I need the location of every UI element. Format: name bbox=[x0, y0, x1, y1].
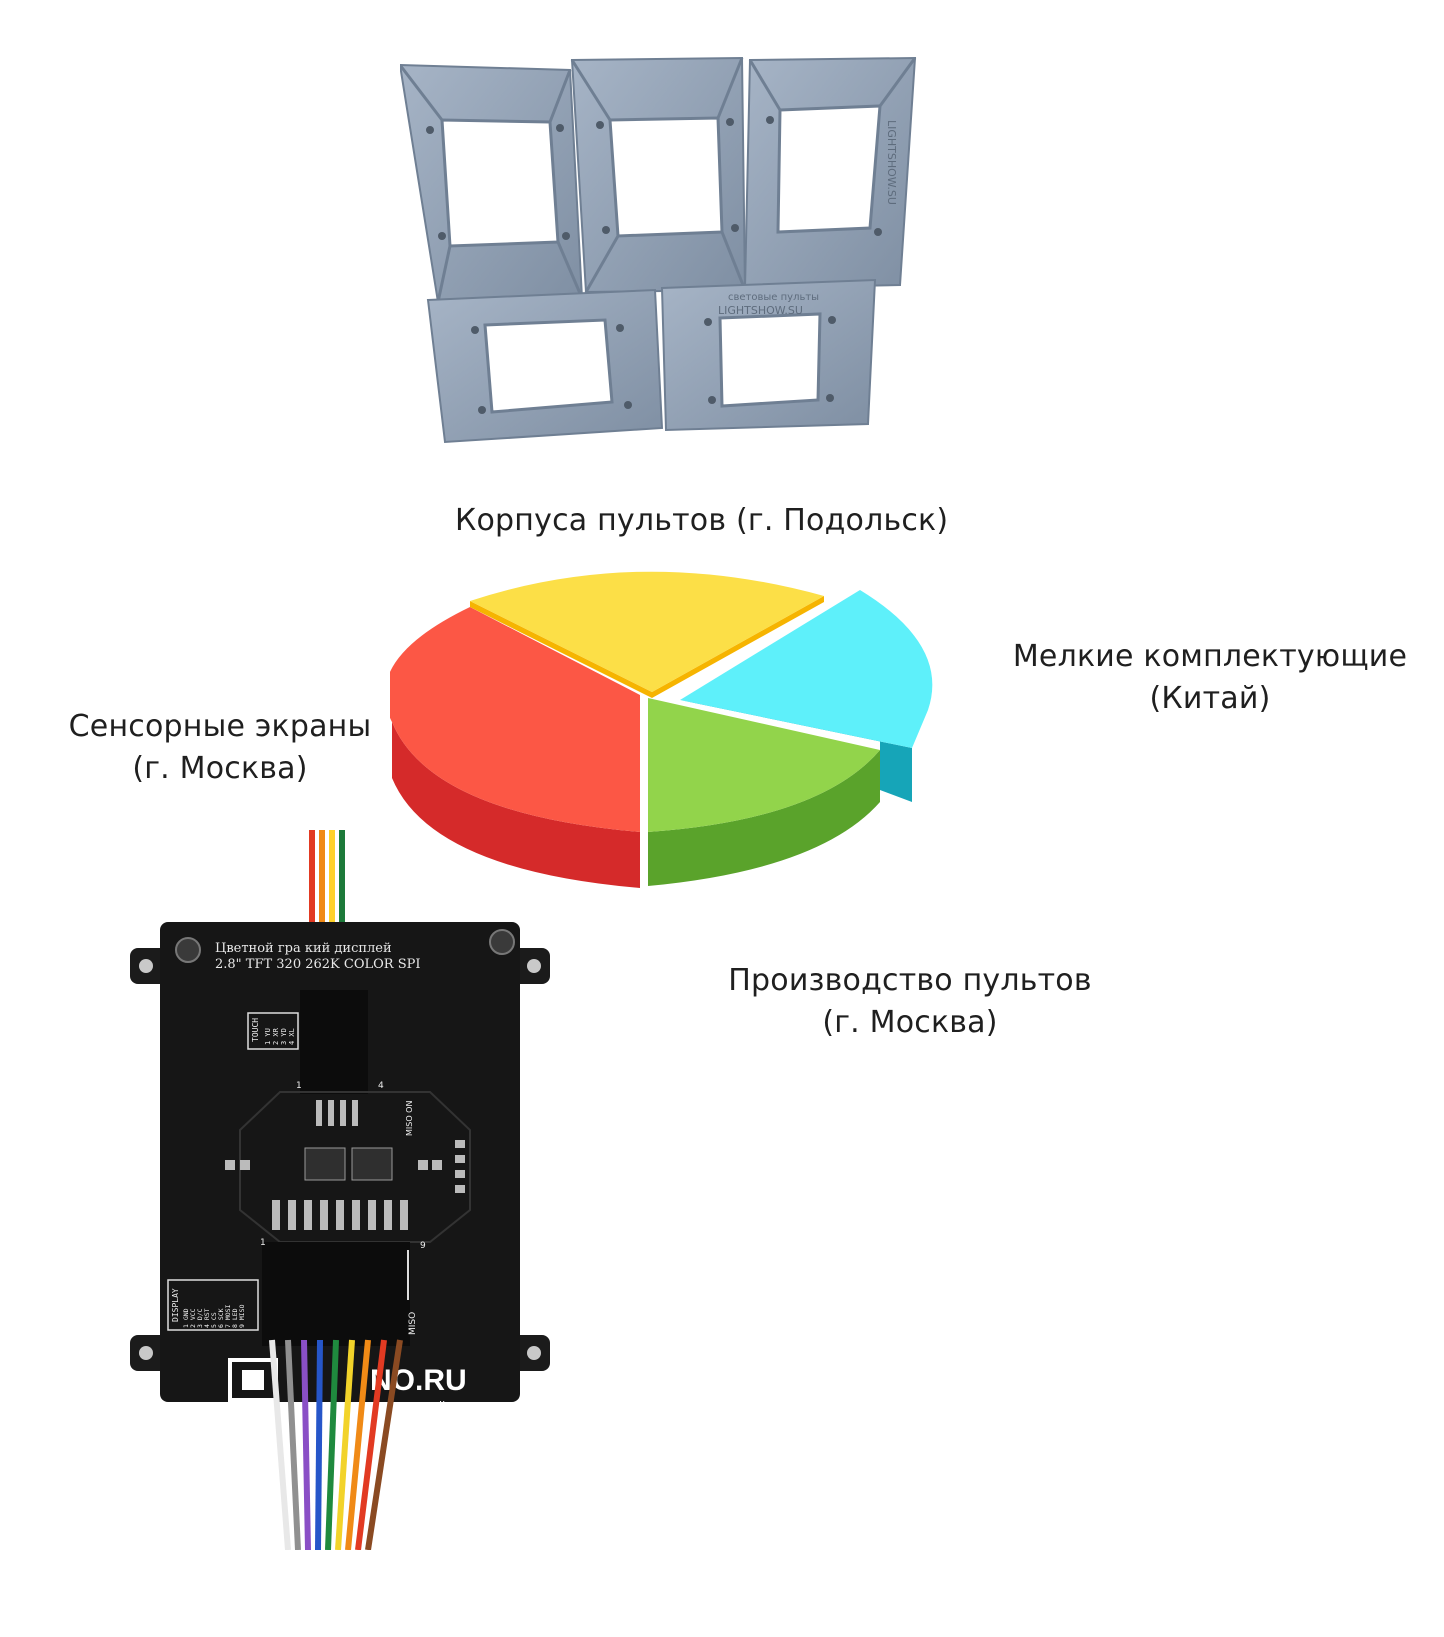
housing-frame bbox=[426, 288, 664, 444]
label-small-parts: Мелкие комплектующие (Китай) bbox=[1000, 636, 1420, 720]
display-connector bbox=[262, 1242, 410, 1346]
display-pin: 1 GND bbox=[182, 1308, 190, 1328]
pin-label-1: 1 bbox=[296, 1081, 302, 1091]
touch-pin-table bbox=[247, 1012, 299, 1050]
slice-red-side bbox=[392, 722, 640, 888]
display-pin: 3 D/C bbox=[196, 1308, 204, 1328]
display-pin: 7 MOSI bbox=[224, 1304, 232, 1328]
label-small-parts-line2: (Китай) bbox=[1149, 681, 1271, 716]
housing-frame: LIGHTSHOW.SU bbox=[743, 56, 917, 290]
slice-cyan-side bbox=[680, 700, 912, 802]
pin-label-1-display: 1 bbox=[260, 1238, 266, 1248]
slice-red-top bbox=[384, 607, 640, 832]
label-touch-screens-line1: Сенсорные экраны bbox=[68, 709, 372, 744]
display-pin: 4 RST bbox=[203, 1308, 211, 1328]
slice-cyan-top bbox=[680, 590, 933, 748]
label-production: Производство пультов (г. Москва) bbox=[700, 960, 1120, 1044]
housing-frame bbox=[400, 63, 584, 304]
bottom-wires bbox=[269, 1339, 403, 1550]
display-pin: 8 LED bbox=[231, 1308, 239, 1328]
miso-on-label: MISO ON bbox=[405, 1101, 414, 1136]
slice-green-side bbox=[648, 750, 880, 886]
brand-logo: NO.RU ЛЮБИТЕЛЕЙ bbox=[228, 1358, 467, 1415]
housings-photo: LIGHTSHOW.SU световые пульты LIGHTSHOW.S… bbox=[400, 56, 917, 444]
pie-slice-housings bbox=[470, 571, 824, 698]
label-touch-screens-line2: (г. Москва) bbox=[132, 751, 308, 786]
display-pin: 9 MISO bbox=[238, 1304, 246, 1328]
housing-engraving: LIGHTSHOW.SU bbox=[885, 120, 898, 205]
chips bbox=[304, 1147, 393, 1181]
housing-frame: световые пульты LIGHTSHOW.SU bbox=[660, 278, 877, 432]
touch-pin: 3 YD bbox=[280, 1028, 288, 1045]
label-housings-text: Корпуса пультов (г. Подольск) bbox=[455, 503, 949, 538]
touch-connector bbox=[300, 990, 368, 1094]
pie-slice-touch-screens bbox=[384, 607, 640, 888]
pie-slice-production bbox=[648, 698, 880, 886]
brand-sub: ЛЮБИТЕЛЕЙ bbox=[370, 1400, 446, 1415]
display-pin: 6 SCK bbox=[217, 1308, 225, 1328]
display-header: DISPLAY bbox=[171, 1288, 180, 1322]
display-module-photo: Цветной гра кий дисплей 2.8" TFT 320 262… bbox=[130, 830, 550, 1550]
brand-name: NO.RU bbox=[370, 1364, 467, 1397]
touch-pin: 2 XR bbox=[272, 1027, 280, 1045]
pcb-title-line2: 2.8" TFT 320 262K COLOR SPI bbox=[215, 957, 421, 972]
label-small-parts-line1: Мелкие комплектующие bbox=[1012, 639, 1408, 674]
pie-chart bbox=[384, 570, 990, 930]
slice-green-top bbox=[648, 698, 880, 832]
housing-frame bbox=[570, 56, 747, 294]
display-pin: 5 CS bbox=[210, 1312, 218, 1328]
touch-pin: 1 YU bbox=[264, 1028, 272, 1045]
touch-pin: 4 XL bbox=[288, 1028, 296, 1045]
label-housings: Корпуса пультов (г. Подольск) bbox=[455, 500, 949, 542]
pie-slice-small-parts bbox=[680, 590, 933, 802]
housing-engraving-brand: LIGHTSHOW.SU bbox=[718, 304, 803, 317]
housing-engraving-top: световые пульты bbox=[728, 292, 819, 303]
pcb-title-line1: Цветной гра кий дисплей bbox=[215, 941, 392, 956]
touch-header: TOUCH bbox=[251, 1018, 260, 1042]
smd-components bbox=[225, 1100, 465, 1193]
level-shifter-area bbox=[239, 1091, 471, 1243]
label-touch-screens: Сенсорные экраны (г. Москва) bbox=[20, 706, 420, 790]
display-pin-table bbox=[167, 1279, 259, 1331]
display-pin: 2 VCC bbox=[189, 1308, 197, 1328]
slice-yellow-top bbox=[470, 571, 824, 692]
pin-label-4: 4 bbox=[378, 1081, 384, 1091]
pin-label-9: 9 bbox=[420, 1241, 426, 1251]
label-production-line1: Производство пультов bbox=[728, 963, 1092, 998]
pie-chart-svg bbox=[384, 571, 933, 888]
label-production-line2: (г. Москва) bbox=[822, 1005, 998, 1040]
miso-label: MISO bbox=[408, 1312, 418, 1335]
